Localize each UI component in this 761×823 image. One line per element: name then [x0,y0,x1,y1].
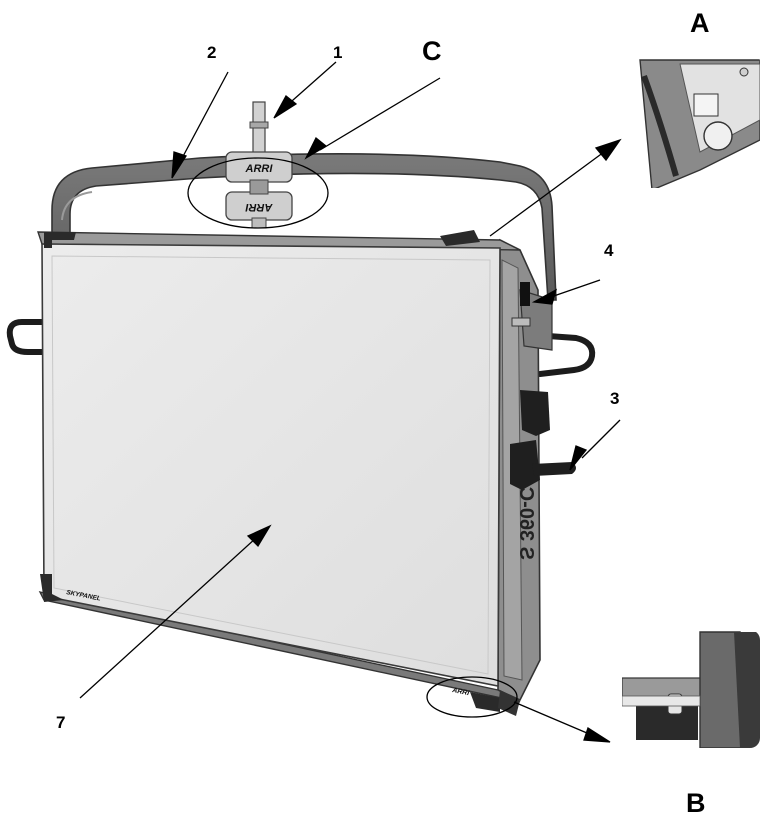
detail-inset-b [622,630,760,748]
callout-7: 7 [56,713,65,732]
leader-lines [79,61,622,743]
detail-circle-c [187,157,329,229]
callout-3: 3 [610,389,619,408]
arri-logo-bottom: ARRI [245,201,274,213]
corner-brackets [40,230,520,716]
panel-face: SKYPANEL ARRI [41,243,501,698]
arri-logo-top: ARRI [245,163,274,175]
callout-detail-a: A [690,8,710,38]
callout-detail-c: C [422,36,442,66]
detail-inset-a [632,52,760,188]
side-handle-left [6,319,49,355]
arri-corner-logo: ARRI [451,687,471,698]
detail-circle-b [426,676,518,718]
spigot-clamp: ARRI ARRI [225,101,293,229]
bracket-stop [511,282,531,327]
tilt-lock-lever [510,390,576,490]
callout-2: 2 [207,43,216,62]
side-handle-right [537,333,596,377]
callout-1: 1 [333,43,342,62]
callout-detail-b: B [686,788,706,818]
callout-4: 4 [604,241,614,260]
model-label-visible: S 360-C [515,487,537,560]
